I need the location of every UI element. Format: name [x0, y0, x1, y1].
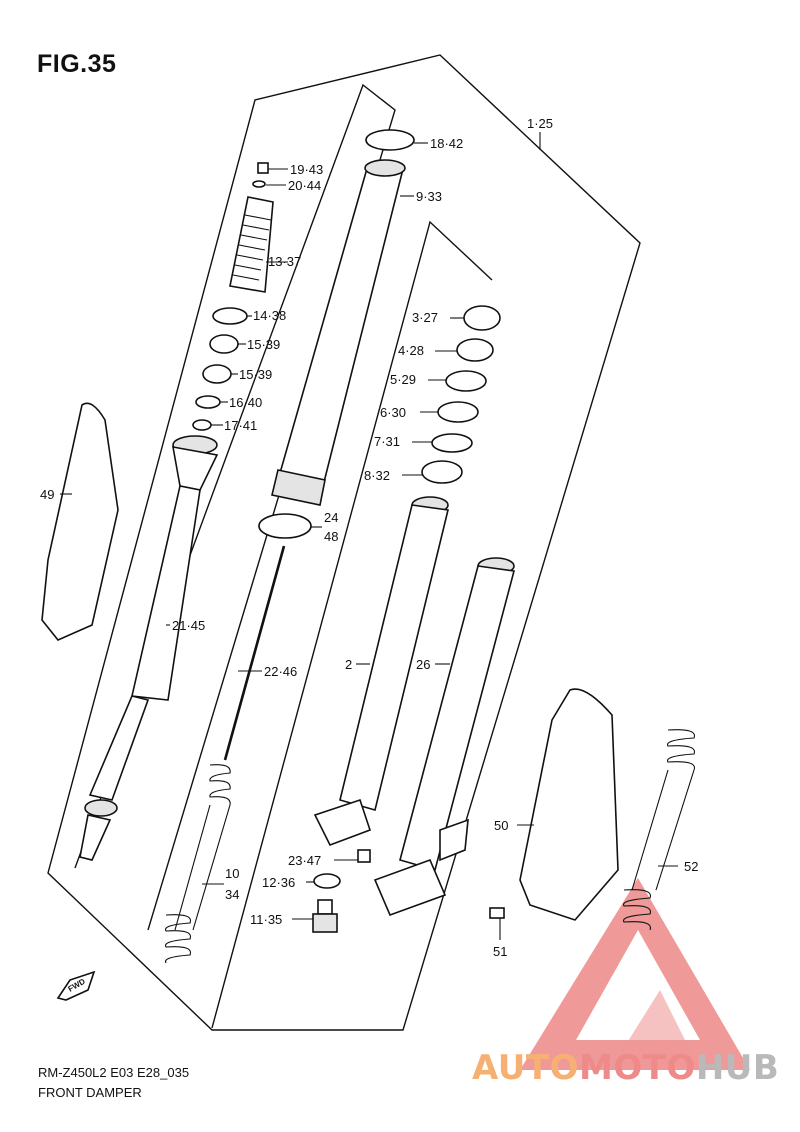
fwd-arrow-icon: FWD	[56, 970, 96, 1001]
callout-2: 2	[345, 657, 352, 672]
part-dust-seal-8	[421, 460, 463, 484]
assembly-frame-outer	[47, 54, 641, 1031]
part-inner-tube-9	[271, 159, 406, 506]
callout-18: 18·42	[430, 136, 463, 151]
part-clip-7	[431, 433, 473, 453]
callout-11: 11·35	[250, 912, 282, 927]
part-damper-rod-21	[79, 435, 219, 861]
callout-19: 19·43	[290, 162, 323, 177]
callout-15a: 15·39	[247, 337, 280, 352]
callout-14: 14·38	[253, 308, 286, 323]
part-spring-10	[164, 764, 231, 964]
part-fork-guard-50	[519, 688, 619, 921]
part-ring-12	[313, 873, 341, 889]
callout-23: 23·47	[288, 853, 321, 868]
callout-51: 51	[493, 944, 507, 959]
callout-17: 17·41	[224, 418, 257, 433]
watermark-part-a: AUTO	[472, 1048, 579, 1088]
part-outer-tube-26	[373, 557, 516, 917]
outer-tube-frame	[211, 220, 493, 1029]
part-ring-18	[365, 129, 415, 151]
assembly-frame-inner	[74, 83, 396, 931]
part-spring-52	[622, 729, 696, 931]
part-bushing-3	[463, 305, 501, 331]
callout-12: 12·36	[262, 875, 295, 890]
part-ring-15b	[202, 364, 232, 384]
section-title: FRONT DAMPER	[38, 1085, 142, 1100]
part-bolt-19	[257, 162, 269, 174]
callout-22: 22·46	[264, 664, 297, 679]
part-ring-16	[195, 395, 221, 409]
callout-26: 26	[416, 657, 430, 672]
callout-labels: 1·25 18·42 19·43 20·44 9·33 13·37 14·38 …	[40, 116, 698, 959]
callout-20: 20·44	[288, 178, 321, 193]
part-fork-guard-49	[41, 402, 119, 641]
callout-21: 21·45	[172, 618, 205, 633]
part-ring-14	[212, 307, 248, 325]
callout-24-bottom: 48	[324, 529, 338, 544]
part-bolt-23	[357, 849, 371, 863]
callout-52: 52	[684, 859, 698, 874]
callout-15b: 15·39	[239, 367, 272, 382]
part-oring-24	[258, 513, 312, 539]
model-code: RM-Z450L2 E03 E28_035	[38, 1065, 190, 1080]
callout-16: 16·40	[229, 395, 262, 410]
part-seal-6	[437, 401, 479, 423]
watermark-triangle-icon	[520, 878, 750, 1070]
watermark-part-c: HUB	[695, 1048, 780, 1088]
part-outer-tube-2	[313, 496, 449, 847]
leader-lines	[60, 132, 678, 940]
callout-4: 4·28	[398, 343, 424, 358]
watermark-part-b: MOTO	[578, 1048, 696, 1088]
watermark-text: AUTOMOTOHUB	[472, 1048, 779, 1088]
callout-3: 3·27	[412, 310, 438, 325]
part-ring-17	[192, 419, 212, 431]
callout-1: 1·25	[527, 116, 553, 131]
callout-13: 13·37	[268, 254, 301, 269]
callout-5: 5·29	[390, 372, 416, 387]
callout-9: 9·33	[416, 189, 442, 204]
figure-title: FIG.35	[37, 50, 117, 78]
part-rod-22	[223, 545, 286, 761]
callout-10-top: 10	[225, 866, 239, 881]
callout-8: 8·32	[364, 468, 390, 483]
callout-50: 50	[494, 818, 508, 833]
callout-49: 49	[40, 487, 54, 502]
part-bushing-4	[456, 338, 494, 362]
part-cap-assembly-13	[229, 196, 274, 293]
part-washer-20	[252, 180, 266, 188]
part-bolt-51	[489, 907, 505, 919]
part-washer-5	[445, 370, 487, 392]
part-ring-15a	[209, 334, 239, 354]
callout-10-bottom: 34	[225, 887, 239, 902]
callout-7: 7·31	[374, 434, 400, 449]
callout-24-top: 24	[324, 510, 338, 525]
callout-6: 6·30	[380, 405, 406, 420]
part-valve-11	[312, 899, 338, 933]
